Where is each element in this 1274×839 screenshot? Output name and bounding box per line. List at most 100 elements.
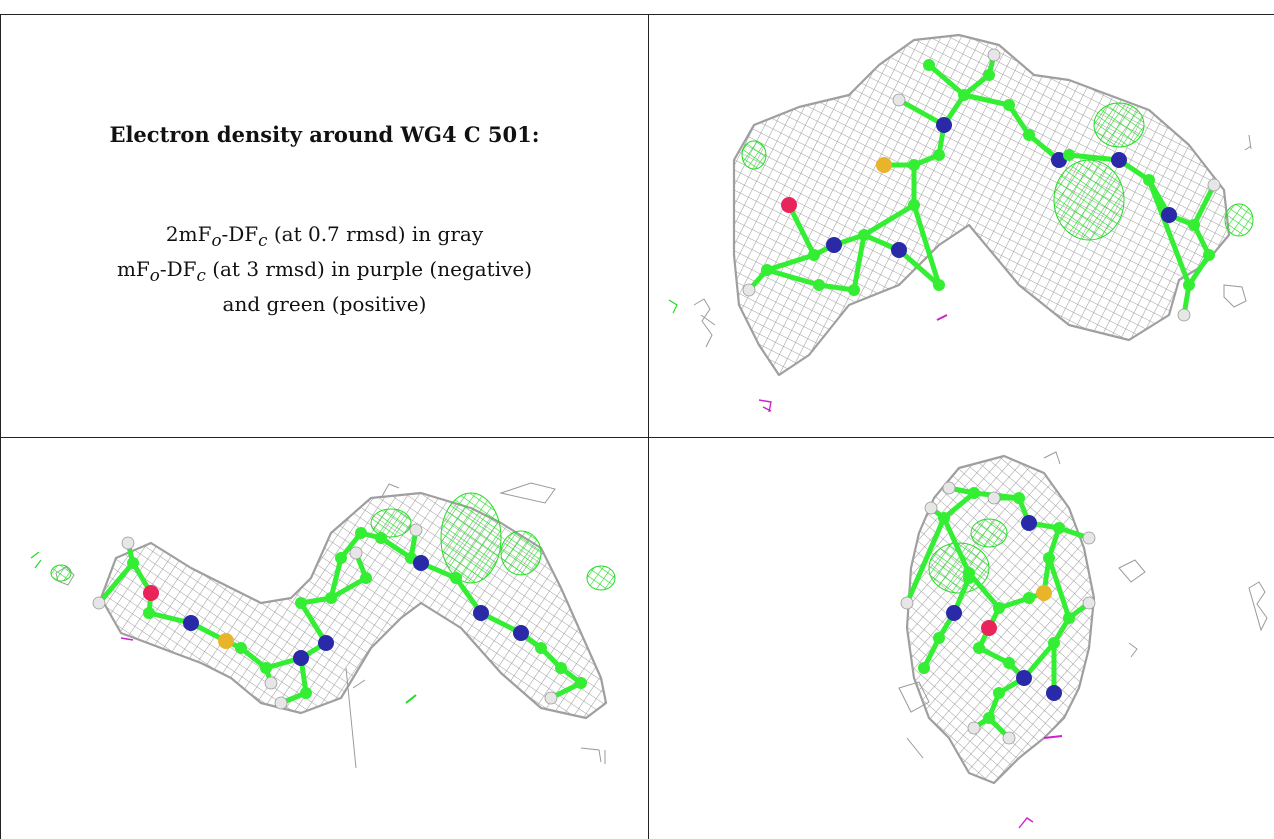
atom-sphere <box>933 279 945 291</box>
atom-sphere <box>1021 515 1037 531</box>
bond-stick <box>1066 152 1122 163</box>
atom-sphere <box>993 687 1005 699</box>
positive-density-blob <box>586 565 616 591</box>
atom-sphere <box>295 597 307 609</box>
atom-sphere <box>1207 178 1221 192</box>
atom-sphere <box>891 242 907 258</box>
atom-sphere <box>300 687 312 699</box>
atom-sphere <box>963 572 975 584</box>
atom-sphere <box>143 607 155 619</box>
atom-sphere <box>409 523 423 537</box>
bond-stick <box>764 252 817 273</box>
density-view-bottom-right <box>649 438 1274 839</box>
atom-sphere <box>1013 492 1025 504</box>
atom-sphere <box>1036 585 1052 601</box>
positive-density-blob <box>500 530 542 576</box>
positive-density-blob <box>440 492 502 584</box>
bond-stick <box>941 515 972 576</box>
caption-title: Electron density around WG4 C 501: <box>109 122 540 147</box>
density-view-bottom-left <box>1 438 648 839</box>
bond-stick <box>1146 177 1192 288</box>
density-view-top-right <box>649 15 1274 437</box>
molecule-density-image <box>668 33 1254 413</box>
bond-stick <box>1006 102 1032 138</box>
table-rule-middle <box>0 437 1274 438</box>
atom-sphere <box>1183 279 1195 291</box>
atom-sphere <box>1043 552 1055 564</box>
density-fragment <box>1223 284 1247 308</box>
atom-sphere <box>924 501 938 515</box>
atom-sphere <box>218 633 234 649</box>
atom-sphere <box>936 117 952 133</box>
atom-sphere <box>1048 637 1060 649</box>
negative-density-fragment <box>936 314 948 321</box>
caption-description: 2mFo-DFc (at 0.7 rmsd) in gray mFo-DFc (… <box>1 220 648 318</box>
bond-stick <box>328 575 369 601</box>
atom-sphere <box>946 605 962 621</box>
density-fragment <box>1128 642 1138 658</box>
atom-sphere <box>968 487 980 499</box>
atom-sphere <box>848 284 860 296</box>
bond-stick <box>896 247 942 288</box>
atom-sphere <box>876 157 892 173</box>
atom-sphere <box>1143 174 1155 186</box>
atom-sphere <box>900 596 914 610</box>
atom-sphere <box>1003 657 1015 669</box>
bond-stick <box>1186 252 1212 288</box>
table-rule-top <box>0 14 1274 15</box>
atom-sphere <box>127 557 139 569</box>
atom-sphere <box>983 712 995 724</box>
positive-density-blob <box>970 518 1008 548</box>
positive-density-blob <box>1053 159 1125 241</box>
positive-density-blob <box>1093 102 1145 148</box>
atom-sphere <box>274 696 288 710</box>
atom-sphere <box>1082 531 1096 545</box>
bond-stick <box>786 202 817 258</box>
caption-subscript: c <box>258 231 268 250</box>
atom-sphere <box>933 149 945 161</box>
bond-stick <box>926 62 967 98</box>
atom-sphere <box>143 585 159 601</box>
bond-stick <box>378 535 414 561</box>
atom-sphere <box>1051 152 1067 168</box>
atom-sphere <box>1177 308 1191 322</box>
table-rule-center <box>648 14 649 839</box>
positive-density-blob <box>1224 203 1254 237</box>
atom-sphere <box>761 264 773 276</box>
density-fragment <box>405 694 417 704</box>
density-fragment <box>55 566 75 586</box>
bond-stick <box>961 92 1012 108</box>
atom-sphere <box>933 632 945 644</box>
atom-sphere <box>1203 249 1215 261</box>
atom-sphere <box>942 481 956 495</box>
atom-sphere <box>993 602 1005 614</box>
atom-sphere <box>1023 592 1035 604</box>
density-fragment <box>1248 581 1268 632</box>
density-fragment <box>1244 134 1252 151</box>
atom-sphere <box>1063 612 1075 624</box>
positive-density-blob <box>50 564 72 582</box>
atom-sphere <box>183 615 199 631</box>
atom-sphere <box>1188 219 1200 231</box>
atom-sphere <box>892 93 906 107</box>
atom-sphere <box>349 546 363 560</box>
atom-sphere <box>987 48 1001 62</box>
atom-sphere <box>513 625 529 641</box>
caption-line-mfo: mFo-DFc (at 3 rmsd) in purple (negative) <box>1 255 648 290</box>
density-fragment <box>499 482 556 504</box>
gray-density-mesh <box>99 491 608 720</box>
caption-line-2mfo: 2mFo-DFc (at 0.7 rmsd) in gray <box>1 220 648 255</box>
atom-sphere <box>260 662 272 674</box>
caption-text: -DF <box>159 257 197 281</box>
bond-stick <box>861 202 917 238</box>
bond-stick <box>851 232 867 293</box>
atom-sphere <box>360 572 372 584</box>
density-fragment <box>898 681 930 759</box>
density-fragment <box>1118 559 1146 583</box>
table-rule-left <box>0 14 1 839</box>
bond-stick <box>764 267 822 288</box>
gray-density-mesh <box>732 33 1231 377</box>
molecule-density-image <box>898 451 1268 829</box>
molecule-density-image <box>30 482 616 769</box>
